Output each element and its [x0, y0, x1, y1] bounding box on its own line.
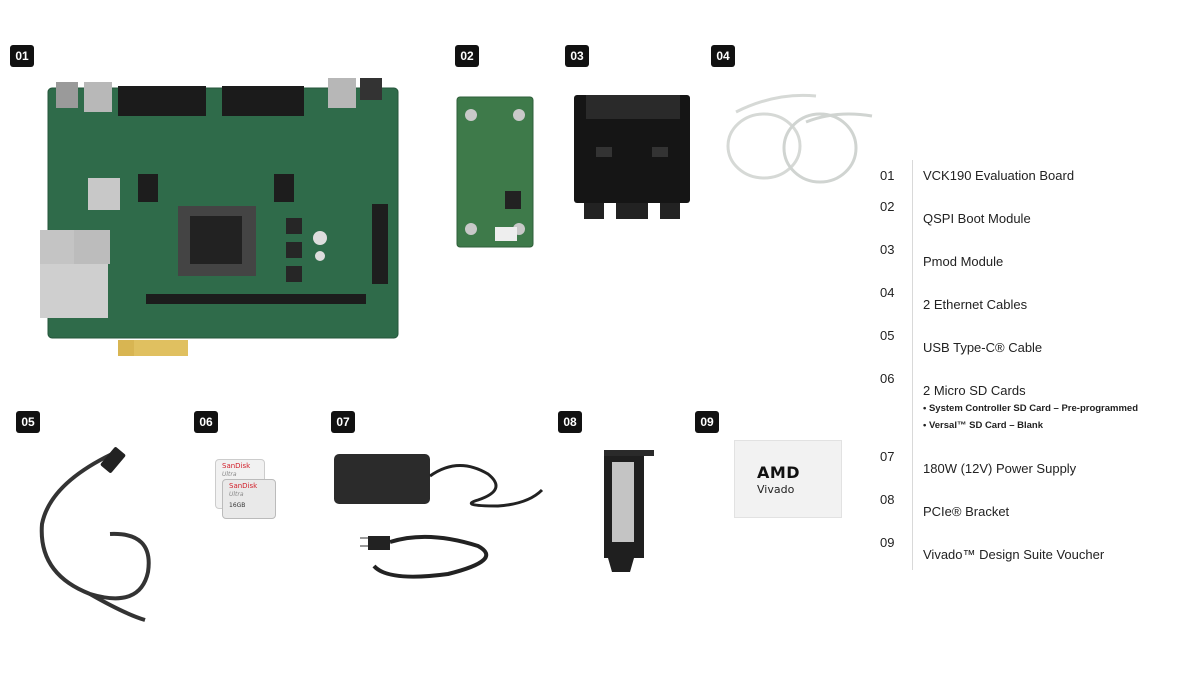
item-badge-05: 05	[16, 411, 40, 433]
evaluation-board-image	[40, 78, 399, 356]
item-badge-02: 02	[455, 45, 479, 67]
legend-number: 04	[880, 285, 895, 300]
legend-sub-item: • System Controller SD Card – Pre-progra…	[923, 403, 1139, 414]
legend-label: VCK190 Evaluation Board	[923, 168, 1075, 183]
legend-row-09: 09 Vivado™ Design Suite Voucher	[880, 527, 1195, 570]
item-badge-07: 07	[331, 411, 355, 433]
legend-divider	[912, 320, 913, 363]
legend-number: 09	[880, 535, 895, 550]
legend-number: 06	[880, 371, 895, 386]
legend-row-04: 04 2 Ethernet Cables	[880, 277, 1195, 320]
item-badge-09: 09	[695, 411, 719, 433]
contents-legend: 01 VCK190 Evaluation Board 02 QSPI Boot …	[880, 160, 1195, 570]
legend-row-07: 07 180W (12V) Power Supply	[880, 441, 1195, 484]
legend-number: 03	[880, 242, 895, 257]
legend-label: Vivado™ Design Suite Voucher	[923, 547, 1105, 562]
sd-capacity: 16GB	[229, 502, 246, 509]
legend-label: 2 Ethernet Cables	[923, 297, 1028, 312]
pcie-bracket-image	[604, 450, 654, 572]
legend-divider	[912, 160, 913, 191]
sd-brand-1: SanDisk	[222, 462, 251, 470]
legend-row-05: 05 USB Type-C® Cable	[880, 320, 1195, 363]
voucher-brand: AMD	[757, 463, 801, 482]
legend-divider	[912, 191, 913, 234]
legend-label: 2 Micro SD Cards	[923, 383, 1026, 398]
legend-label: PCIe® Bracket	[923, 504, 1010, 519]
legend-number: 02	[880, 199, 895, 214]
legend-divider	[912, 234, 913, 277]
legend-label: 180W (12V) Power Supply	[923, 461, 1077, 476]
usb-type-c-cable-image	[39, 447, 151, 622]
legend-number: 01	[880, 168, 895, 183]
sd-brand-2: SanDisk	[229, 482, 258, 490]
legend-number: 07	[880, 449, 895, 464]
voucher-product: Vivado	[757, 483, 795, 496]
item-badge-08: 08	[558, 411, 582, 433]
legend-row-03: 03 Pmod Module	[880, 234, 1195, 277]
legend-sub-item: • Versal™ SD Card – Blank	[923, 420, 1044, 431]
item-badge-01: 01	[10, 45, 34, 67]
legend-divider	[912, 363, 913, 441]
legend-number: 05	[880, 328, 895, 343]
item-badge-06: 06	[194, 411, 218, 433]
pmod-module-image	[574, 95, 690, 219]
legend-divider	[912, 484, 913, 527]
power-supply-image	[334, 454, 544, 579]
legend-row-02: 02 QSPI Boot Module	[880, 191, 1195, 234]
legend-number: 08	[880, 492, 895, 507]
item-badge-04: 04	[711, 45, 735, 67]
sd-line-2: Ultra	[229, 491, 244, 498]
micro-sd-card-2: SanDisk Ultra 16GB	[222, 479, 276, 519]
sd-line-1: Ultra	[222, 471, 237, 478]
legend-row-08: 08 PCIe® Bracket	[880, 484, 1195, 527]
vivado-voucher-card: AMD Vivado	[734, 440, 842, 518]
legend-label: USB Type-C® Cable	[923, 340, 1043, 355]
legend-label: Pmod Module	[923, 254, 1004, 269]
ethernet-cables-image	[726, 93, 873, 184]
legend-divider	[912, 441, 913, 484]
legend-divider	[912, 527, 913, 570]
legend-divider	[912, 277, 913, 320]
qspi-boot-module-image	[456, 96, 534, 248]
legend-row-01: 01 VCK190 Evaluation Board	[880, 160, 1195, 191]
legend-row-06: 06 2 Micro SD Cards • System Controller …	[880, 363, 1195, 441]
item-badge-03: 03	[565, 45, 589, 67]
legend-label: QSPI Boot Module	[923, 211, 1031, 226]
